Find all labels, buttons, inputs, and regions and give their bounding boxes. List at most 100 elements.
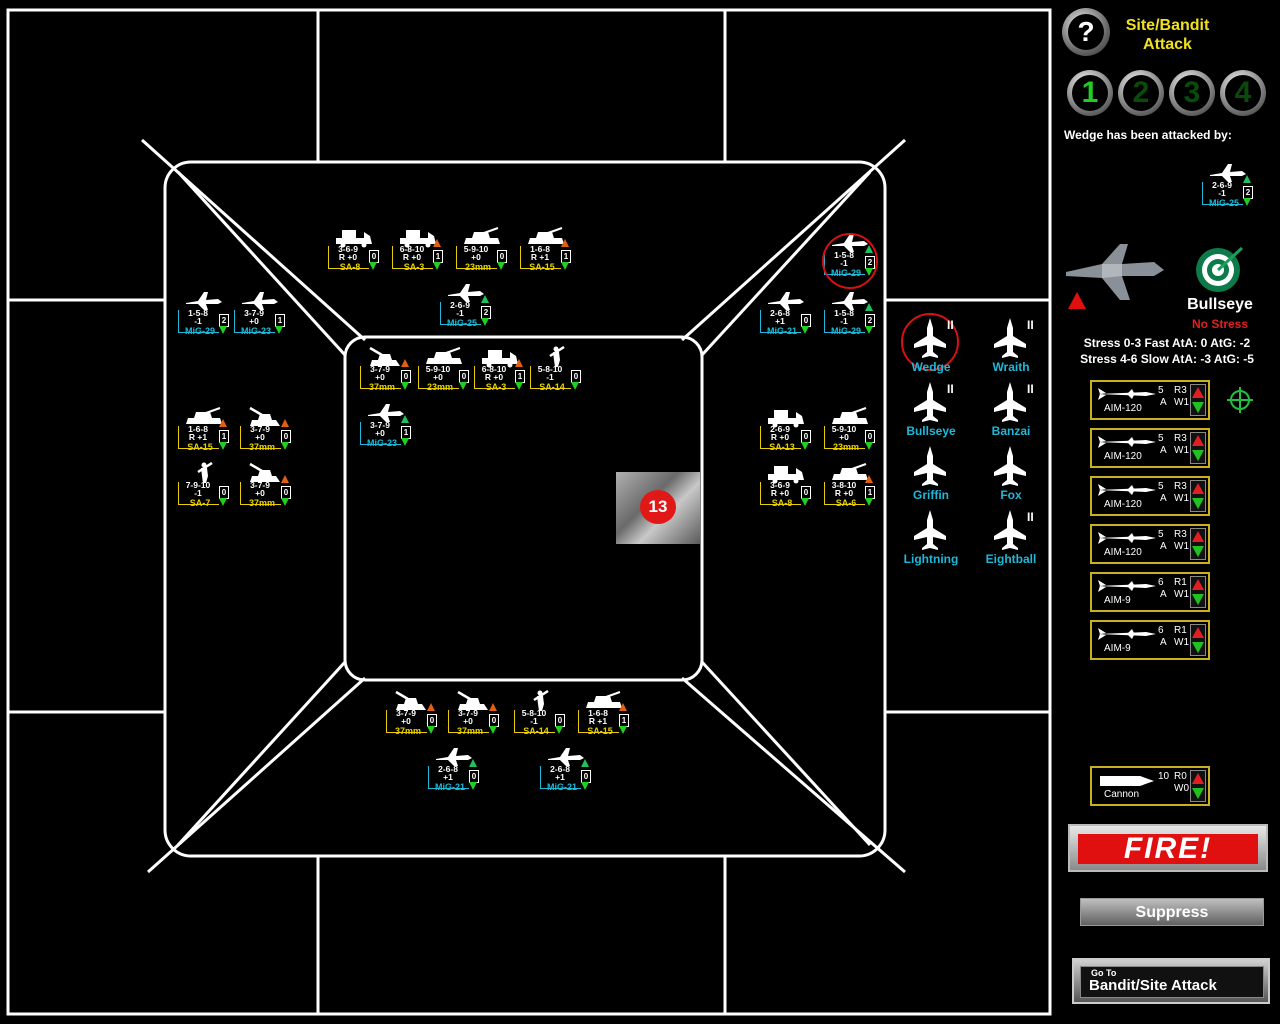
unit-name: 37mm <box>456 726 483 736</box>
unit-stats: 2-6-8 <box>770 308 790 318</box>
weapon-stepper[interactable] <box>1190 432 1206 464</box>
objective-target-photo[interactable]: 13 <box>616 472 700 544</box>
unit-mod: +1 <box>775 316 785 326</box>
arrow-up-icon[interactable] <box>1192 531 1204 542</box>
pilot-rank-mark: II <box>1027 510 1034 524</box>
selected-pilot-ring <box>901 313 959 371</box>
pilot-lightning[interactable]: Lightning <box>896 508 966 568</box>
arrow-up-icon[interactable] <box>1192 435 1204 446</box>
unit-name: SA-15 <box>587 726 613 736</box>
weapon-stepper[interactable] <box>1190 624 1206 656</box>
arrow-down-icon[interactable] <box>1192 498 1204 509</box>
weapon-name: AIM-120 <box>1104 403 1142 414</box>
arrow-up-icon[interactable] <box>1192 387 1204 398</box>
arrow-up-icon[interactable] <box>1192 483 1204 494</box>
arrow-up-icon <box>469 759 477 767</box>
help-button[interactable]: ? <box>1062 8 1110 56</box>
unit-mod: R +1 <box>188 432 208 442</box>
pilot-griffin[interactable]: Griffin <box>896 444 966 504</box>
round-1-button[interactable]: 1 <box>1067 70 1113 116</box>
weapon-count: 6 <box>1158 625 1164 636</box>
round-4-button[interactable]: 4 <box>1220 70 1266 116</box>
arrow-down-icon[interactable] <box>1192 788 1204 799</box>
arrow-down-icon[interactable] <box>1192 450 1204 461</box>
weapon-weight: W1 <box>1174 589 1189 600</box>
unit-stats: 3-7-9 <box>370 364 390 374</box>
f18-jet-icon <box>914 510 946 550</box>
suppress-button[interactable]: Suppress <box>1080 898 1264 926</box>
arrow-up-icon[interactable] <box>1192 627 1204 638</box>
f18-jet-icon <box>994 318 1026 358</box>
arrow-down-icon[interactable] <box>1192 546 1204 557</box>
cannon-weapon-slot[interactable]: Cannon 10 R0 W0 <box>1090 766 1210 806</box>
goto-bandit-site-attack-button[interactable]: Go To Bandit/Site Attack <box>1072 958 1270 1004</box>
weapon-stepper[interactable] <box>1190 384 1206 416</box>
unit-mod: +0 <box>433 372 443 382</box>
arrow-down-icon[interactable] <box>1192 594 1204 605</box>
round-3-button[interactable]: 3 <box>1169 70 1215 116</box>
arrow-up-icon[interactable] <box>1192 579 1204 590</box>
weapon-stepper[interactable] <box>1190 480 1206 512</box>
fire-button[interactable]: FIRE! <box>1068 824 1268 872</box>
round-2-button[interactable]: 2 <box>1118 70 1164 116</box>
tank-icon <box>464 227 500 244</box>
weapon-stepper[interactable] <box>1190 576 1206 608</box>
unit-name: 23mm <box>426 382 453 392</box>
crosshair-icon[interactable] <box>1226 386 1254 414</box>
unit-name: 37mm <box>248 442 275 452</box>
cannon-name: Cannon <box>1104 789 1140 800</box>
pilot-fox[interactable]: Fox <box>976 444 1046 504</box>
unit-mod: R +1 <box>530 252 550 262</box>
cannon-stepper[interactable] <box>1190 770 1206 802</box>
weapon-type: A <box>1160 589 1167 600</box>
arrow-down-icon[interactable] <box>1192 402 1204 413</box>
weapon-stepper[interactable] <box>1190 528 1206 560</box>
attacker-unit[interactable]: 2-6-9-1 2 MiG-25 <box>1202 162 1254 208</box>
arrow-up-icon[interactable] <box>1192 773 1204 784</box>
truck-icon <box>768 466 804 484</box>
unit-mod: R +0 <box>338 252 358 262</box>
arrow-down-icon[interactable] <box>1192 642 1204 653</box>
arrow-up-icon <box>481 295 489 303</box>
unit-name: MiG-29 <box>830 326 861 336</box>
